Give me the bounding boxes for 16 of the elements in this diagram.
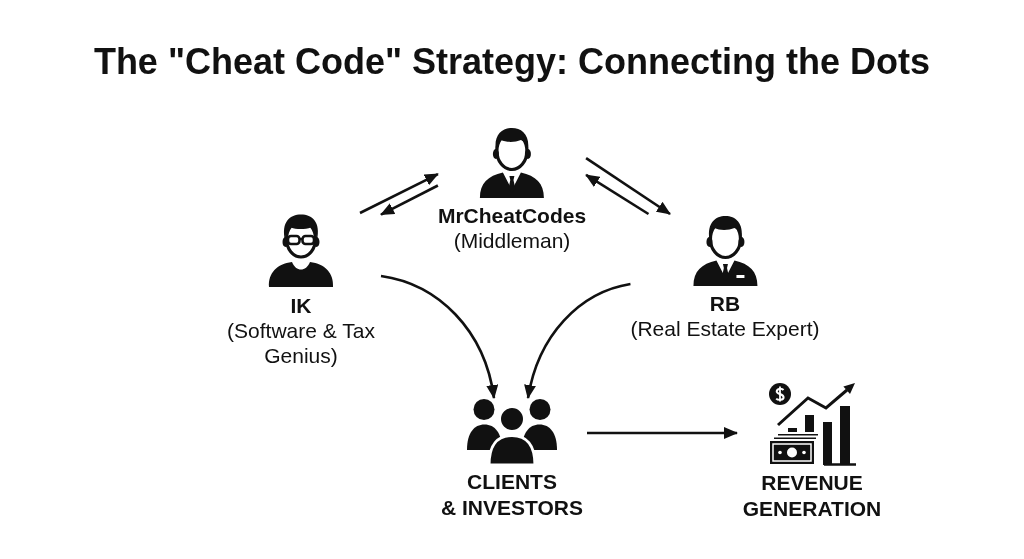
name-label: MrCheatCodes	[437, 203, 587, 228]
arrow	[585, 173, 650, 216]
curved-arrow	[380, 274, 498, 399]
curved-arrow	[524, 282, 631, 399]
arrow	[585, 157, 671, 216]
title: The "Cheat Code" Strategy: Connecting the Dots	[92, 40, 932, 84]
arrow	[359, 172, 439, 215]
node-label: CLIENTS & INVESTORS	[440, 469, 584, 521]
arrow	[380, 184, 439, 216]
role-label: (Real Estate Expert)	[630, 316, 820, 341]
node-label: REVENUE GENERATION	[741, 470, 883, 522]
name-label: RB	[709, 291, 741, 316]
role-label: (Software & Tax Genius)	[226, 318, 376, 368]
arrow	[587, 427, 738, 439]
role-label: (Middleman)	[453, 228, 571, 253]
name-label: IK	[290, 293, 312, 318]
